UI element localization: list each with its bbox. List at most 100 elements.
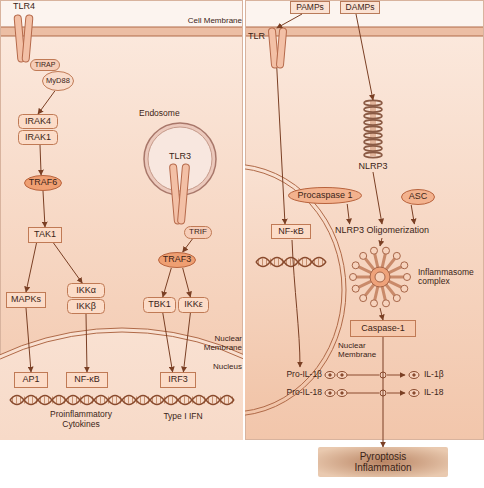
arrow-connector [277, 14, 302, 28]
arrow-connector [54, 243, 83, 283]
protein-ellipse: ASC [401, 189, 435, 205]
inflammasome-spoke [365, 284, 374, 296]
text-label: Nuclear Membrane [338, 341, 384, 359]
ellipse-outline [25, 176, 62, 191]
arrow-connector [183, 239, 193, 252]
box-outline [67, 373, 108, 388]
inflammasome-subunit [370, 300, 377, 307]
node-shape [6, 2, 42, 64]
node-text: AP1 [22, 375, 39, 385]
text-label: Proinflammatory Cytokines [44, 410, 118, 430]
inflammasome-subunit [370, 247, 377, 254]
inflammasome-spoke [386, 258, 395, 270]
node-text: PAMPs [296, 3, 324, 12]
arrow-connector [183, 313, 190, 372]
cell-membrane [1, 27, 483, 36]
box-outline [272, 225, 311, 239]
cleavage-icons [325, 372, 419, 397]
box-outline [29, 228, 62, 243]
node-text: Caspase-1 [361, 324, 405, 334]
receptor: TLR [246, 28, 290, 68]
receptor-coil [364, 100, 382, 105]
node-text: NF-κB [74, 375, 100, 385]
receptor-coil [364, 152, 382, 157]
inflammasome-subunit [350, 274, 357, 281]
node-text: TRIF [189, 228, 207, 237]
node-text: MyD88 [46, 77, 70, 85]
node-text: Endosome [139, 109, 180, 118]
transcription-factor-box: NF-κB [66, 372, 108, 388]
arrow-connector [26, 243, 37, 292]
arrow-connector [26, 308, 31, 372]
inflammasome-spoke [365, 258, 374, 270]
node-shape [163, 152, 197, 226]
inflammasome-subunit [383, 300, 390, 307]
arrow-connector [163, 313, 173, 372]
kinase-box: IRAK1 [18, 130, 58, 145]
node-text: TLR [248, 32, 265, 42]
node-text: TAK1 [34, 230, 56, 240]
arrow-connector [383, 337, 384, 447]
node-text: TIRAP [35, 61, 56, 69]
receptor-coil [364, 146, 382, 151]
signal-box: DAMPs [340, 1, 380, 14]
receptor-coil [364, 139, 382, 144]
node-text: IKKε [184, 300, 203, 310]
text-label: IL-1β [424, 370, 464, 380]
arrow-connector [380, 238, 382, 246]
endosome-lumen [148, 127, 212, 191]
box-outline [144, 298, 176, 313]
traf-ellipse: TRAF6 [24, 175, 62, 191]
arrow-connector [411, 205, 414, 224]
inflammasome-spoke [389, 276, 404, 279]
left-nucleus [0, 328, 243, 440]
signal-box: PAMPs [290, 1, 330, 14]
dna-helix [10, 396, 234, 405]
node-text: ASC [409, 192, 428, 202]
inflammasome-spoke [382, 254, 385, 269]
box-outline [7, 293, 46, 308]
node-text: IRAK4 [25, 117, 51, 127]
node-shape [348, 246, 412, 308]
pill-outline [31, 60, 60, 71]
nlrp3-receptor: NLRP3 [355, 100, 391, 172]
box-outline [351, 321, 416, 337]
box-outline [161, 373, 196, 388]
node-text: TBK1 [148, 300, 171, 310]
kinase-box: TBK1 [143, 297, 176, 313]
ellipse-outline [402, 190, 435, 205]
inflammasome-graphic: Inflammasome complex [348, 246, 412, 308]
receptor-coil [364, 120, 382, 125]
transcription-arrow [292, 240, 300, 367]
kinase-box: IKKβ [67, 299, 105, 314]
text-label: Nucleus [200, 362, 242, 371]
inflammasome-spoke [386, 284, 395, 296]
box-outline [19, 131, 58, 145]
arrow-connector [40, 145, 41, 175]
node-text: TLR3 [163, 152, 197, 162]
pill-outline [185, 227, 212, 239]
inflammasome-spoke [388, 267, 402, 274]
inflammasome-subunit [393, 295, 400, 302]
inflammasome-spoke [375, 254, 378, 269]
inflammasome-subunit [360, 295, 367, 302]
box-outline [68, 300, 105, 314]
inflammasome-spoke [358, 281, 372, 288]
receptor-chain [276, 28, 286, 68]
inflammasome-subunit [352, 285, 359, 292]
inflammasome-spoke [375, 286, 378, 301]
arrow-connector [43, 191, 45, 227]
node-text: IRF3 [168, 375, 188, 385]
receptor: TLR4 [6, 2, 42, 64]
inflammasome-subunit [352, 262, 359, 269]
adaptor-pill: TIRAP [30, 59, 60, 71]
arrow-connector [38, 91, 55, 114]
text-label: Nuclear Membrane [196, 334, 242, 352]
node-text: Procaspase 1 [297, 191, 352, 201]
node-text: Pyroptosis Inflammation [348, 451, 418, 473]
receptor: TLR3 [163, 152, 197, 226]
inflammasome-subunit [404, 274, 411, 281]
adaptor-ellipse: MyD88 [42, 71, 74, 91]
